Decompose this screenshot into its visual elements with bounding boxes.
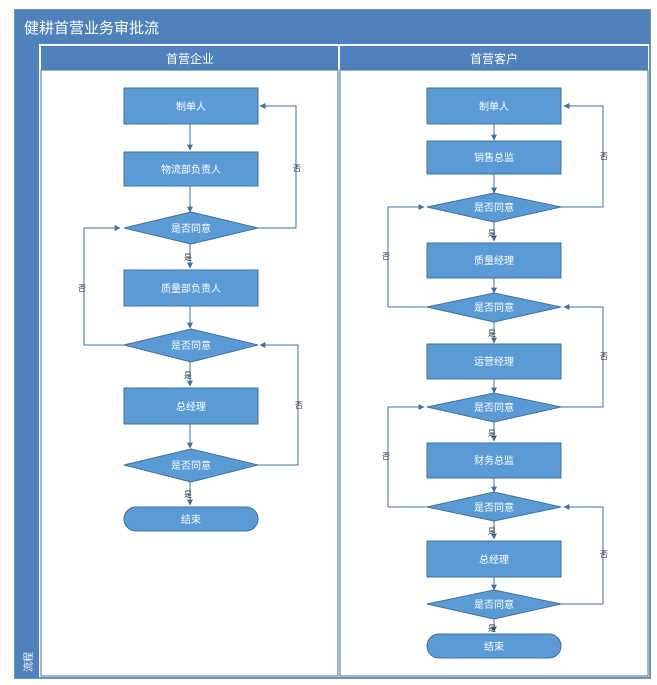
- node-label: 财务总监: [474, 454, 514, 467]
- edge-label-no: 否: [382, 452, 390, 461]
- decision-label: 是否同意: [474, 301, 514, 314]
- flow-node: [426, 540, 562, 578]
- edge-label-no: 否: [295, 401, 303, 410]
- flow-node: [426, 87, 562, 125]
- decision-node: [426, 192, 562, 223]
- lane-title-left: 首营企业: [166, 51, 214, 66]
- edge-label-no: 否: [600, 352, 608, 361]
- side-strip: [15, 44, 39, 678]
- node-label: 制单人: [176, 100, 206, 113]
- edge-label-yes: 是: [488, 624, 496, 633]
- node-label: 制单人: [479, 100, 509, 113]
- edge-label-yes: 是: [184, 490, 192, 499]
- node-label: 质量部负责人: [161, 282, 221, 295]
- decision-label: 是否同意: [171, 222, 211, 235]
- flow-node: [426, 442, 562, 479]
- right-lane-flow: 制单人 销售总监 是否同意 质量经理 是否同意 运营经理 是否同意 财务总监 是…: [382, 87, 608, 659]
- end-node: [426, 633, 562, 659]
- end-label: 结束: [181, 513, 201, 526]
- edge-label-yes: 是: [488, 229, 496, 238]
- decision-label: 是否同意: [171, 459, 211, 472]
- edge-label-yes: 是: [184, 253, 192, 262]
- flow-node: [426, 242, 562, 279]
- flow-node: [123, 151, 259, 187]
- flow-node: [123, 387, 259, 425]
- decision-node: [426, 292, 562, 323]
- flow-node: [123, 269, 259, 307]
- decision-label: 是否同意: [474, 401, 514, 414]
- loop-connector: [387, 404, 427, 508]
- decision-label: 是否同意: [474, 201, 514, 214]
- lane-header-left: [41, 46, 338, 70]
- decision-node: [123, 328, 259, 363]
- loop-connector: [256, 103, 297, 229]
- loop-connector: [387, 204, 427, 308]
- flow-node: [426, 140, 562, 175]
- node-label: 总经理: [479, 553, 509, 566]
- edge-label-no: 否: [600, 550, 608, 559]
- edge-label-yes: 是: [488, 429, 496, 438]
- edge-label-no: 否: [382, 252, 390, 261]
- lane-header-right: [340, 46, 648, 70]
- decision-node: [426, 491, 562, 522]
- loop-connector: [83, 225, 124, 346]
- end-label: 结束: [484, 640, 504, 653]
- decision-node: [123, 448, 259, 483]
- loop-connector: [256, 342, 299, 466]
- decision-node: [123, 211, 259, 245]
- edge-label-no: 否: [600, 152, 608, 161]
- side-label: 流程: [22, 652, 35, 672]
- loop-connector: [561, 504, 604, 605]
- edge-label-yes: 是: [488, 329, 496, 338]
- node-label: 销售总监: [474, 151, 514, 164]
- edge-label-yes: 是: [488, 527, 496, 536]
- edge-label-yes: 是: [184, 371, 192, 380]
- node-label: 物流部负责人: [161, 163, 221, 176]
- decision-label: 是否同意: [474, 501, 514, 514]
- node-label: 总经理: [176, 400, 206, 413]
- edge-label-no: 否: [293, 164, 301, 173]
- decision-node: [426, 589, 562, 620]
- decision-label: 是否同意: [474, 598, 514, 611]
- edge-label-no: 否: [78, 284, 86, 293]
- left-lane-flow: 制单人 物流部负责人 是否同意 质量部负责人 是否同意 总经理 是否同意 结束 …: [78, 87, 303, 532]
- decision-label: 是否同意: [171, 339, 211, 352]
- node-label: 运营经理: [474, 355, 514, 368]
- loop-connector: [561, 103, 604, 208]
- node-label: 质量经理: [474, 254, 514, 267]
- flow-node: [123, 87, 259, 125]
- decision-node: [426, 392, 562, 423]
- flow-node: [426, 343, 562, 380]
- title-bar: [15, 10, 650, 44]
- end-node: [123, 506, 259, 532]
- loop-connector: [561, 304, 604, 408]
- page-title: 健耕首营业务审批流: [24, 19, 159, 37]
- lane-title-right: 首营客户: [470, 51, 518, 66]
